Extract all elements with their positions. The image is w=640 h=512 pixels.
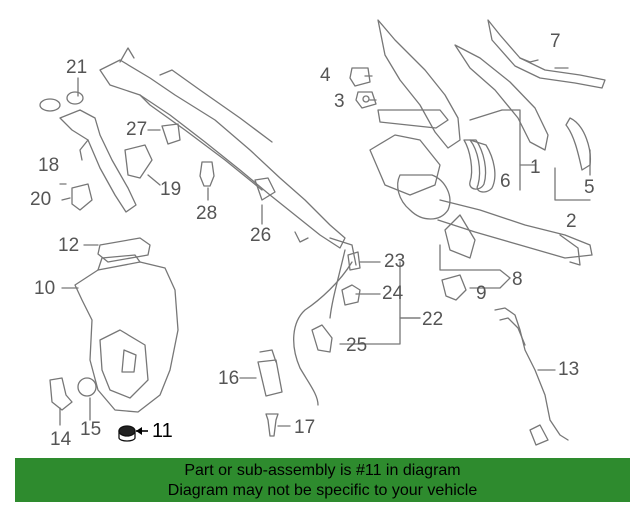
leader-lines	[59, 67, 591, 427]
callout-26: 26	[250, 225, 272, 246]
callout-7: 7	[550, 31, 561, 52]
cowl-bracket-part-26	[99, 47, 357, 266]
callout-20: 20	[30, 189, 52, 210]
callout-5: 5	[584, 177, 595, 198]
callout-17: 17	[294, 417, 316, 438]
washer-hose-part-13	[494, 307, 569, 446]
connector-part-24	[341, 284, 361, 306]
info-banner: Part or sub-assembly is #11 in diagram D…	[15, 458, 630, 502]
grommet-part-19	[124, 144, 153, 179]
nut-part-3	[355, 91, 377, 109]
callout-14: 14	[50, 429, 72, 450]
cover-part-6	[463, 139, 487, 190]
reservoir-cap-part-12	[97, 237, 151, 263]
bracket-part-9	[441, 274, 467, 301]
banner-line-2: Diagram may not be specific to your vehi…	[167, 482, 478, 499]
connector-part-23	[347, 251, 361, 271]
wiper-arm-part-2	[454, 44, 591, 171]
washer-hose-part-22	[293, 249, 353, 406]
bolt-part-28	[199, 161, 215, 187]
pump-seal-part-14	[49, 377, 73, 411]
callout-22: 22	[422, 309, 444, 330]
plug-part-11	[118, 425, 136, 442]
bracket-part-27	[161, 123, 181, 145]
connector-part-25	[311, 324, 333, 353]
callout-19: 19	[160, 179, 182, 200]
callout-27: 27	[126, 119, 148, 140]
callout-24: 24	[382, 283, 404, 304]
screw-part-17	[265, 413, 279, 437]
callout-12: 12	[58, 235, 80, 256]
callout-10: 10	[34, 278, 56, 299]
callout-9: 9	[476, 283, 487, 304]
callout-18: 18	[38, 155, 60, 176]
filler-neck-part-18	[59, 109, 137, 213]
callout-15: 15	[80, 419, 102, 440]
highlight-arrow-part-11	[136, 427, 148, 435]
wiper-blade-part-7	[487, 19, 606, 89]
callout-13: 13	[558, 359, 580, 380]
callout-6: 6	[500, 171, 511, 192]
grommet-part-15	[77, 377, 97, 397]
callout-11: 11	[152, 420, 173, 442]
clip-part-20	[71, 183, 93, 211]
nut-part-4	[349, 67, 371, 87]
callout-23: 23	[384, 251, 406, 272]
callout-2: 2	[566, 211, 577, 232]
callout-25: 25	[346, 335, 368, 356]
washer-reservoir-part-10	[74, 254, 179, 413]
callout-3: 3	[334, 91, 345, 112]
callout-21: 21	[66, 57, 88, 78]
callout-16: 16	[218, 368, 240, 389]
banner-line-1: Part or sub-assembly is #11 in diagram	[184, 462, 461, 479]
callout-4: 4	[320, 65, 331, 86]
callout-1: 1	[530, 157, 541, 178]
wiper-arm-part-1	[377, 19, 496, 193]
washer-pump-part-16	[257, 349, 283, 397]
wiper-linkage-part-8	[369, 134, 593, 266]
seal-part-21	[39, 91, 84, 112]
callout-28: 28	[196, 203, 218, 224]
callout-8: 8	[512, 269, 523, 290]
